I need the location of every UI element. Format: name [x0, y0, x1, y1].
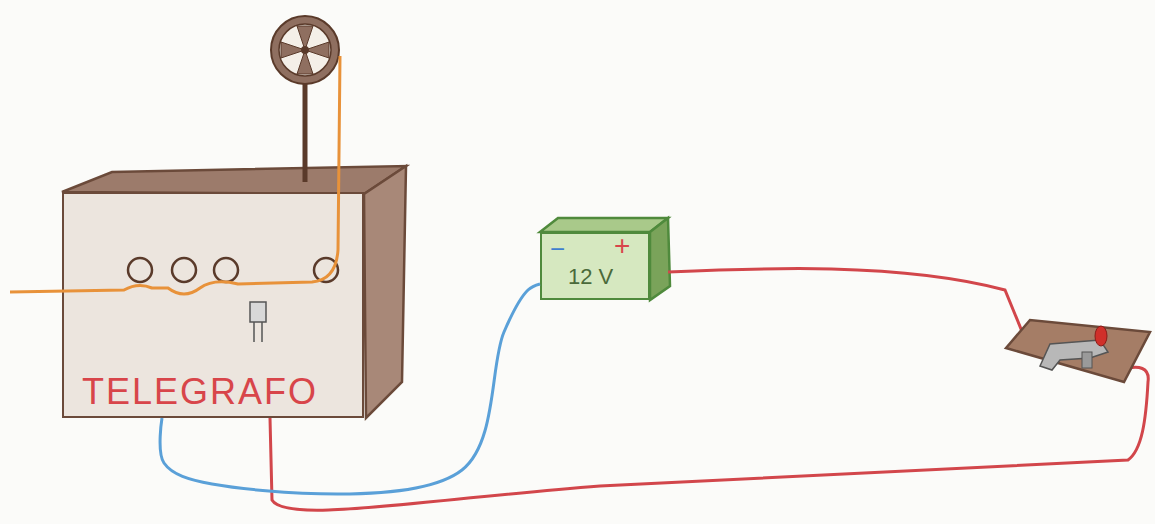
lever-leg [261, 322, 263, 342]
battery-box: − +12 V [540, 232, 650, 300]
battery-side-face [650, 218, 670, 300]
telegraph-box: TELEGRAFO [62, 192, 364, 418]
telegraph-top-face [62, 166, 406, 194]
red-wire [270, 367, 1148, 510]
wire [160, 284, 540, 494]
reel-hub [301, 46, 309, 54]
terminal-sign: − [550, 236, 565, 262]
device-name: TELEGRAFO [82, 374, 318, 410]
red-wire [668, 269, 1028, 346]
reel-stand [303, 84, 308, 182]
voltage-label: 12 V [568, 266, 613, 288]
paper-reel [271, 16, 339, 84]
reel-inner [279, 24, 331, 76]
lever-leg [253, 322, 255, 342]
terminal-sign: + [614, 232, 630, 260]
telegraph-lever [250, 302, 266, 322]
telegraph-side-face [364, 166, 406, 418]
battery-top-face [540, 218, 668, 232]
paper-tape [10, 56, 340, 294]
roller [128, 258, 152, 282]
roller [172, 258, 196, 282]
key-base [1006, 320, 1150, 382]
key-contact [1082, 352, 1092, 368]
reel-spokes [281, 26, 329, 74]
roller [214, 258, 238, 282]
key-knob [1095, 326, 1107, 346]
roller [314, 258, 338, 282]
